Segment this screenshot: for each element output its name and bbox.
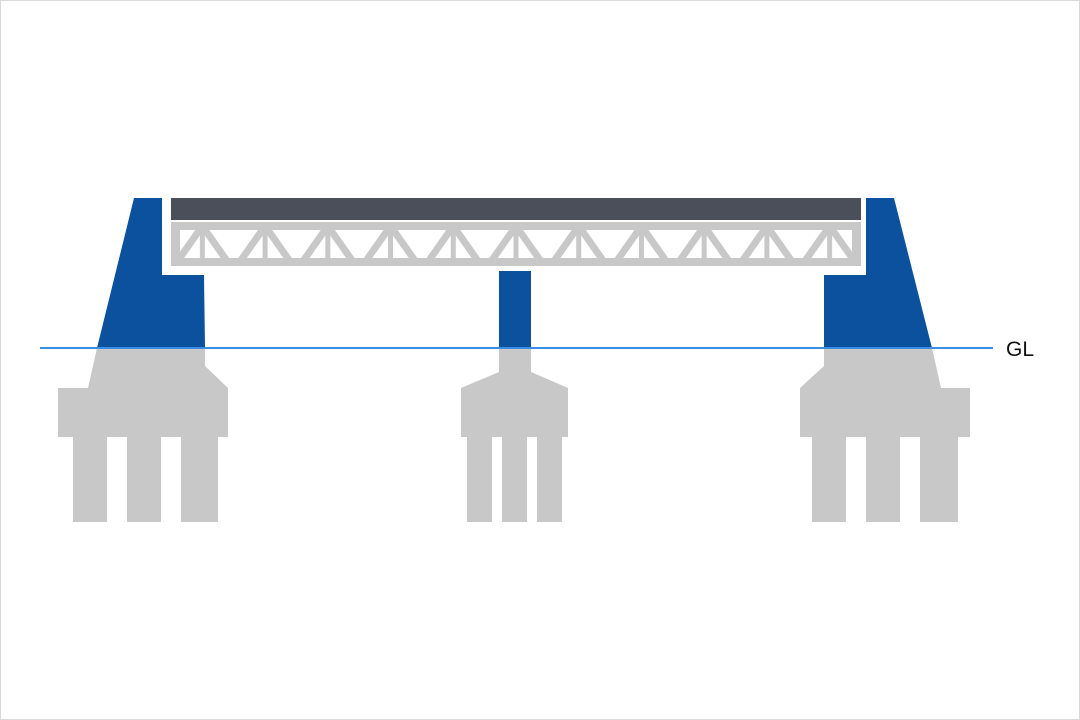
right-abutment-footing	[800, 348, 970, 437]
truss-diagonal	[174, 223, 206, 265]
center-pier-pile-2	[502, 437, 527, 522]
truss-diagonal	[425, 223, 457, 265]
right-abutment-foundation	[800, 348, 970, 522]
truss-diagonal	[575, 223, 607, 265]
truss-diagonal	[613, 223, 645, 265]
truss-diagonal	[513, 223, 545, 265]
truss-diagonal	[362, 223, 394, 265]
right-abutment-pile-1	[812, 437, 846, 522]
right-abutment-pile-3	[920, 437, 958, 522]
truss-diagonal	[487, 223, 519, 265]
left-abutment-pile-3	[181, 437, 218, 522]
center-pier-footing	[461, 348, 568, 437]
left-abutment-foundation	[58, 348, 228, 522]
left-abutment-pile-2	[127, 437, 161, 522]
truss-diagonal	[764, 223, 796, 265]
ground-line-label: GL	[1006, 338, 1034, 361]
left-abutment	[97, 198, 205, 348]
center-pier-foundation	[461, 348, 568, 522]
truss-diagonal	[701, 223, 733, 265]
bridge-truss	[171, 222, 861, 266]
truss-diagonal	[738, 223, 770, 265]
bridge-deck	[171, 198, 861, 220]
truss-diagonal	[236, 223, 268, 265]
center-pier-pile-1	[467, 437, 492, 522]
center-pier	[499, 271, 531, 348]
truss-diagonal	[826, 223, 858, 265]
truss-end-post-right	[852, 222, 861, 266]
truss-diagonal	[675, 223, 708, 265]
truss-diagonal	[299, 223, 331, 265]
truss-diagonal	[638, 223, 670, 265]
center-pier-pile-3	[537, 437, 562, 522]
truss-diagonal	[324, 223, 357, 265]
truss-diagonal	[199, 223, 231, 265]
truss-end-post-left	[171, 222, 180, 266]
truss-diagonal	[450, 223, 482, 265]
left-abutment-pile-1	[73, 437, 107, 522]
truss-diagonal	[387, 223, 419, 265]
truss-diagonal	[801, 223, 833, 265]
left-abutment-footing	[58, 348, 228, 437]
truss-diagonal	[550, 223, 582, 265]
right-abutment-pile-2	[866, 437, 900, 522]
truss-diagonal	[262, 223, 294, 265]
right-abutment	[824, 198, 932, 348]
